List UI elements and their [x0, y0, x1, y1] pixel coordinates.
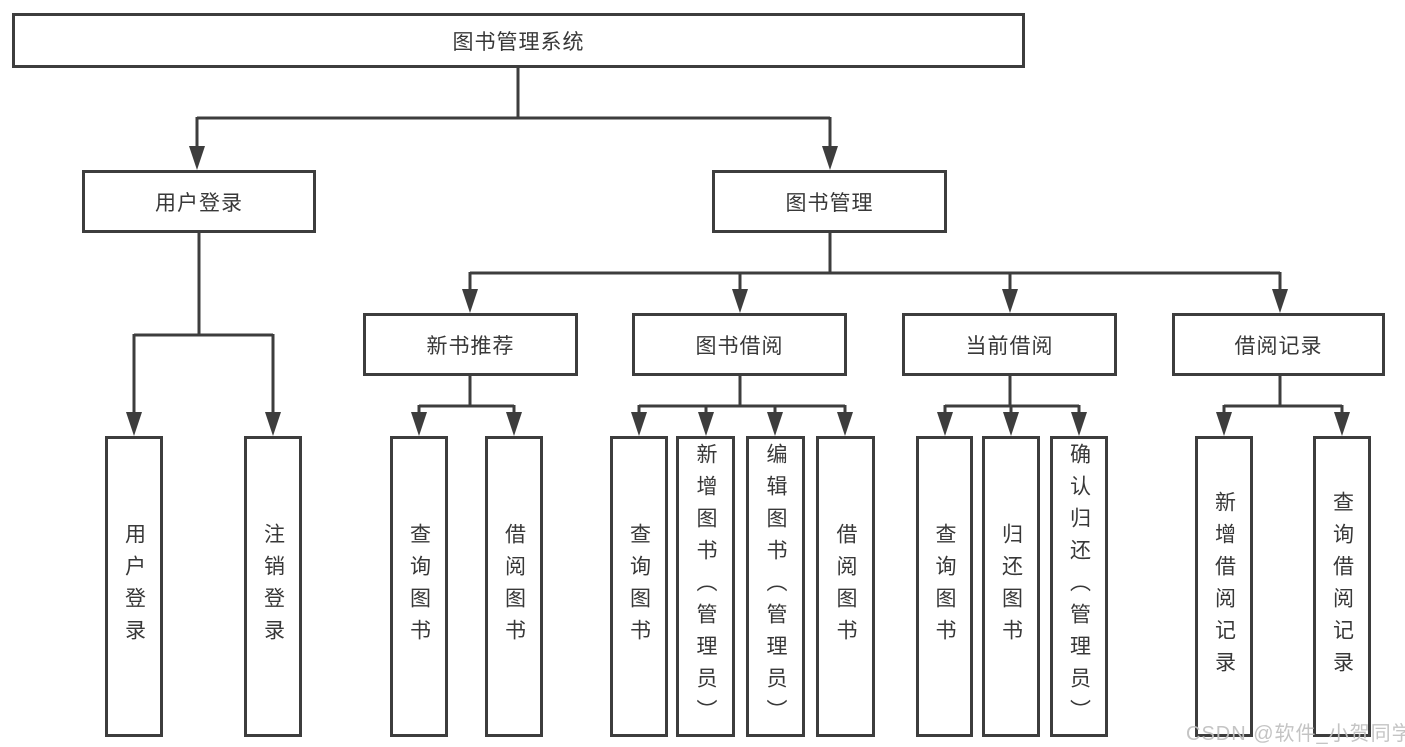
leaf-query-book-current: 查询图书 — [916, 436, 973, 737]
leaf-edit-book-admin-label: 编辑图书（管理员） — [764, 442, 787, 731]
node-user-login-label: 用户登录 — [155, 191, 243, 215]
node-user-login: 用户登录 — [82, 170, 316, 233]
node-borrow-records: 借阅记录 — [1172, 313, 1385, 376]
node-new-book-recommend: 新书推荐 — [363, 313, 578, 376]
leaf-user-login-label: 用户登录 — [122, 522, 146, 651]
leaf-logout: 注销登录 — [244, 436, 302, 737]
leaf-borrow-book-recommend-label: 借阅图书 — [502, 522, 526, 651]
leaf-add-book-admin: 新增图书（管理员） — [676, 436, 735, 737]
leaf-borrow-book-recommend: 借阅图书 — [485, 436, 543, 737]
node-book-borrow: 图书借阅 — [632, 313, 847, 376]
leaf-borrow-book-label: 借阅图书 — [834, 522, 857, 651]
leaf-query-borrow-record: 查询借阅记录 — [1313, 436, 1371, 737]
leaf-query-book-current-label: 查询图书 — [933, 522, 956, 651]
node-new-book-recommend-label: 新书推荐 — [426, 334, 515, 358]
node-root-system-label: 图书管理系统 — [452, 30, 585, 54]
node-book-management-label: 图书管理 — [785, 191, 874, 215]
leaf-confirm-return-admin: 确认归还（管理员） — [1050, 436, 1108, 737]
node-current-borrow: 当前借阅 — [902, 313, 1117, 376]
leaf-query-book-recommend-label: 查询图书 — [407, 522, 431, 651]
node-book-borrow-label: 图书借阅 — [695, 334, 784, 358]
node-book-management: 图书管理 — [712, 170, 947, 233]
leaf-logout-label: 注销登录 — [261, 522, 285, 651]
leaf-add-borrow-record-label: 新增借阅记录 — [1212, 490, 1236, 683]
leaf-edit-book-admin: 编辑图书（管理员） — [746, 436, 805, 737]
leaf-add-borrow-record: 新增借阅记录 — [1195, 436, 1253, 737]
leaf-return-book-label: 归还图书 — [999, 522, 1023, 651]
connector-arrowheads — [126, 146, 1350, 436]
leaf-query-book-borrow-label: 查询图书 — [627, 522, 651, 651]
csdn-watermark: CSDN @软件_小贺同学 — [1186, 723, 1405, 745]
leaf-user-login: 用户登录 — [105, 436, 163, 737]
leaf-return-book: 归还图书 — [982, 436, 1040, 737]
node-current-borrow-label: 当前借阅 — [965, 334, 1054, 358]
leaf-confirm-return-admin-label: 确认归还（管理员） — [1067, 442, 1091, 731]
leaf-query-borrow-record-label: 查询借阅记录 — [1330, 490, 1354, 683]
node-borrow-records-label: 借阅记录 — [1234, 334, 1323, 358]
leaf-borrow-book: 借阅图书 — [816, 436, 875, 737]
node-root-system: 图书管理系统 — [12, 13, 1025, 68]
leaf-query-book-recommend: 查询图书 — [390, 436, 448, 737]
leaf-query-book-borrow: 查询图书 — [610, 436, 668, 737]
leaf-add-book-admin-label: 新增图书（管理员） — [694, 442, 717, 731]
